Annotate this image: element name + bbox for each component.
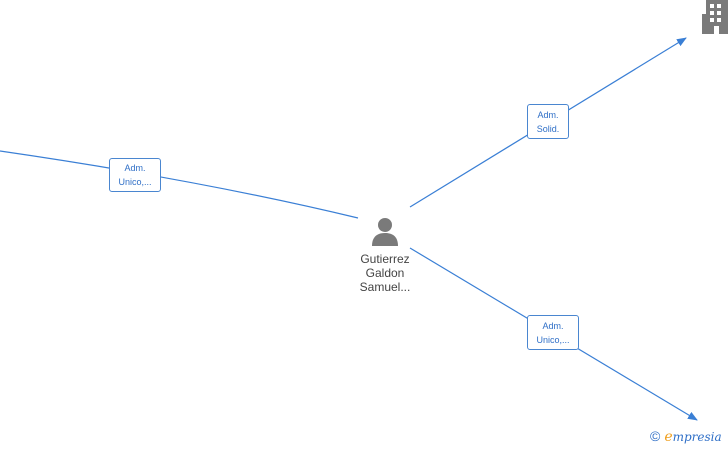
person-name: Gutierrez Galdon Samuel... [352, 252, 418, 294]
edge-label-left[interactable]: Adm. Unico,... [109, 158, 161, 192]
empresia-watermark: ©empresia [650, 428, 722, 445]
person-name-line: Galdon [365, 266, 405, 280]
edge-label-line: Adm. [124, 163, 146, 173]
person-icon [372, 218, 398, 246]
edge-label-line: Unico,... [536, 334, 570, 345]
person-name-line: Samuel... [359, 280, 411, 294]
edge-label-line: Unico,... [118, 177, 152, 187]
company-node[interactable] [702, 0, 728, 34]
edge-line-left [0, 150, 359, 219]
building-icon [702, 0, 728, 34]
person-name-line: Gutierrez [360, 252, 410, 266]
copyright-icon: © [650, 428, 661, 444]
edge-label-line: Solid. [536, 123, 560, 134]
person-node[interactable]: Gutierrez Galdon Samuel... [352, 214, 418, 294]
edge-label-bottom-right[interactable]: Adm. Unico,... [527, 315, 579, 350]
edge-label-top-right[interactable]: Adm. Solid. [527, 104, 569, 139]
brand-logo: empresia [664, 429, 722, 445]
edge-label-line: Adm. [542, 320, 564, 331]
edge-label-line: Adm. [537, 109, 559, 120]
